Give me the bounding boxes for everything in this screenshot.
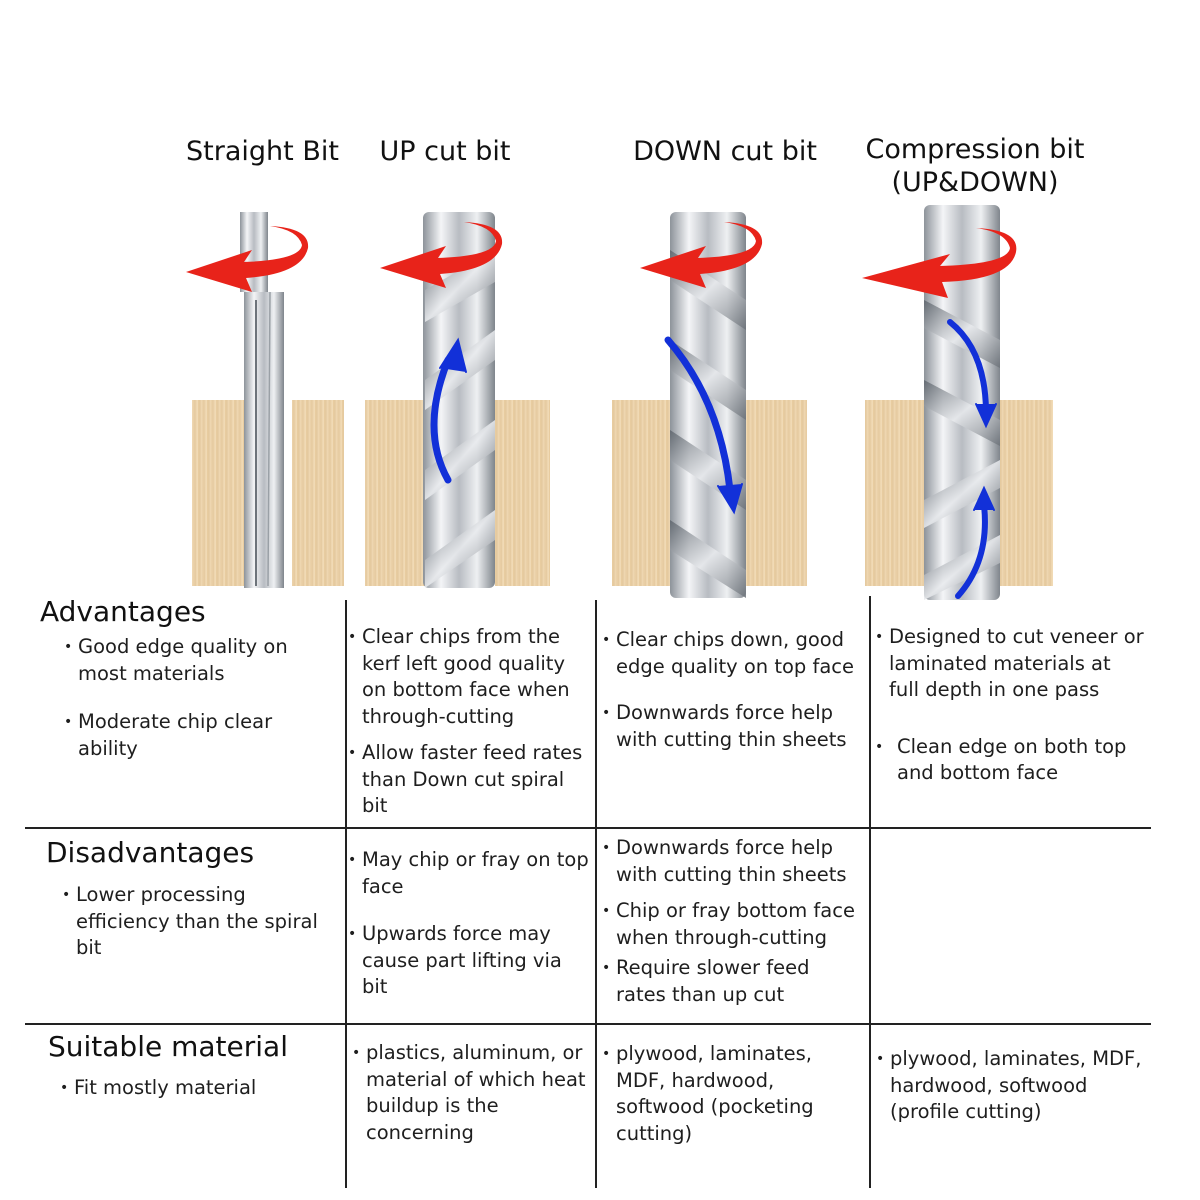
rotation-arrow-icon xyxy=(186,226,309,292)
advantages-up: Clear chips from the kerf left good qual… xyxy=(348,624,592,820)
bit-title-compression: Compression bit (UP&DOWN) xyxy=(860,133,1090,199)
wood-block xyxy=(1000,400,1053,586)
row-divider xyxy=(25,1023,1151,1025)
suitable-compression: plywood, laminates, MDF, hardwood, softw… xyxy=(876,1046,1146,1126)
advantages-straight: Good edge quality on most materials Mode… xyxy=(64,634,334,762)
list-item: Upwards force may cause part lifting via… xyxy=(348,921,592,1001)
bit-title-up: UP cut bit xyxy=(379,136,511,167)
list-item: plastics, aluminum, or material of which… xyxy=(352,1040,590,1146)
advantages-compression: Designed to cut veneer or laminated mate… xyxy=(875,624,1145,787)
list-item: Fit mostly material xyxy=(60,1075,340,1102)
list-item: Require slower feed rates than up cut xyxy=(602,955,864,1008)
wood-block xyxy=(865,400,927,586)
wood-block xyxy=(612,400,674,586)
row-divider xyxy=(25,827,1151,829)
straight-bit xyxy=(240,212,284,588)
list-item: Downwards force help with cutting thin s… xyxy=(602,835,864,888)
list-item: Clear chips down, good edge quality on t… xyxy=(602,627,864,680)
advantages-down: Clear chips down, good edge quality on t… xyxy=(602,627,864,753)
list-item: Designed to cut veneer or laminated mate… xyxy=(875,624,1145,704)
column-divider xyxy=(595,600,597,1188)
list-item: Clean edge on both top and bottom face xyxy=(875,734,1145,787)
list-item: Moderate chip clear ability xyxy=(64,709,334,762)
advantages-title: Advantages xyxy=(40,595,206,628)
chip-flow-arrow-icon xyxy=(664,336,743,515)
list-item: Clear chips from the kerf left good qual… xyxy=(348,624,592,730)
suitable-straight: Fit mostly material xyxy=(60,1075,340,1102)
disadvantages-up: May chip or fray on top face Upwards for… xyxy=(348,847,592,1001)
wood-block xyxy=(192,400,254,586)
rotation-arrow-icon xyxy=(640,222,763,288)
chip-flow-arrow-icon xyxy=(947,319,997,429)
wood-block xyxy=(745,400,807,586)
suitable-down: plywood, laminates, MDF, hardwood, softw… xyxy=(602,1041,864,1147)
wood-block xyxy=(292,400,344,586)
list-item: Good edge quality on most materials xyxy=(64,634,334,687)
list-item: Allow faster feed rates than Down cut sp… xyxy=(348,740,592,820)
bit-title-compression-line1: Compression bit xyxy=(865,134,1085,165)
router-bits-illustration xyxy=(186,205,1053,600)
wood-blocks xyxy=(192,400,1053,586)
list-item: plywood, laminates, MDF, hardwood, softw… xyxy=(876,1046,1146,1126)
list-item: Downwards force help with cutting thin s… xyxy=(602,700,864,753)
suitable-material-title: Suitable material xyxy=(48,1030,288,1063)
rotation-arrow-icon xyxy=(380,222,503,288)
chip-flow-arrow-icon xyxy=(430,337,467,484)
bit-title-down: DOWN cut bit xyxy=(633,136,817,167)
disadvantages-down: Downwards force help with cutting thin s… xyxy=(602,835,864,1008)
column-divider xyxy=(345,600,347,1188)
list-item: Chip or fray bottom face when through-cu… xyxy=(602,898,864,951)
bit-title-straight: Straight Bit xyxy=(186,136,339,167)
rotation-arrow-icon xyxy=(862,228,1017,298)
suitable-up: plastics, aluminum, or material of which… xyxy=(352,1040,590,1146)
column-divider xyxy=(869,596,871,1188)
chip-flow-arrow-icon xyxy=(955,485,995,599)
list-item: Lower processing efficiency than the spi… xyxy=(62,882,342,962)
list-item: plywood, laminates, MDF, hardwood, softw… xyxy=(602,1041,864,1147)
disadvantages-straight: Lower processing efficiency than the spi… xyxy=(62,882,342,962)
wood-block xyxy=(495,400,550,586)
bit-title-compression-line2: (UP&DOWN) xyxy=(891,167,1059,198)
list-item: May chip or fray on top face xyxy=(348,847,592,900)
disadvantages-title: Disadvantages xyxy=(46,836,255,869)
wood-block xyxy=(365,400,425,586)
